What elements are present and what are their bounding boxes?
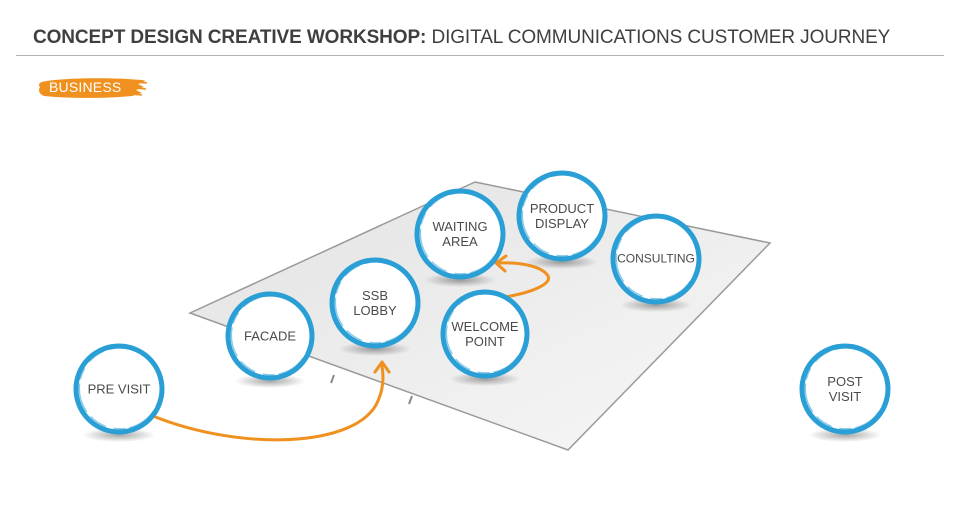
node-label-product-display: PRODUCT DISPLAY [529, 201, 595, 231]
node-post-visit [799, 343, 891, 442]
node-label-pre-visit: PRE VISIT [87, 381, 151, 397]
node-pre-visit [73, 343, 165, 442]
node-brush-ring [521, 174, 605, 257]
node-shadow [808, 428, 882, 442]
node-ssb-lobby [329, 257, 421, 356]
node-circle [440, 289, 530, 379]
node-consulting [610, 213, 702, 312]
node-label-facade: FACADE [243, 328, 297, 344]
arrow-welcome-to-waiting [496, 261, 551, 299]
title-divider [16, 55, 944, 56]
door-mark-right [408, 395, 413, 405]
node-circle [225, 291, 315, 381]
node-brush-ring [334, 261, 418, 344]
node-circle [516, 170, 608, 262]
node-circle [610, 213, 702, 305]
node-brush-ring [78, 347, 162, 430]
arrow-head-lobby [373, 360, 391, 374]
node-brush-ring [230, 295, 312, 376]
arrow-previsit-to-lobby [144, 364, 385, 442]
node-brush-ring [804, 347, 888, 430]
node-circle [414, 188, 506, 280]
node-brush-ring [445, 293, 527, 374]
node-circle [329, 257, 421, 349]
node-shadow [338, 342, 412, 356]
brush-stroke-icon [38, 78, 148, 98]
title-bold: CONCEPT DESIGN CREATIVE WORKSHOP: [33, 27, 427, 48]
node-facade [225, 291, 315, 388]
node-circle [799, 343, 891, 435]
node-circle [73, 343, 165, 435]
door-mark-left [330, 374, 335, 384]
node-label-welcome-point: WELCOME POINT [451, 319, 519, 349]
node-shadow [525, 255, 599, 269]
node-label-consulting: CONSULTING [617, 251, 695, 266]
node-welcome-point [440, 289, 530, 386]
node-label-waiting-area: WAITING AREA [432, 219, 488, 249]
title-rest: DIGITAL COMMUNICATIONS CUSTOMER JOURNEY [426, 27, 891, 48]
node-shadow [82, 428, 156, 442]
node-shadow [423, 273, 497, 287]
badge-label: BUSINESS [49, 79, 122, 95]
node-brush-ring [615, 217, 699, 300]
node-label-ssb-lobby: SSB LOBBY [353, 288, 397, 318]
arrow-head-waiting [494, 254, 508, 273]
business-badge: BUSINESS [38, 76, 148, 98]
node-brush-ring [419, 192, 503, 275]
node-shadow [449, 372, 521, 386]
node-waiting-area [414, 188, 506, 287]
slide-title: CONCEPT DESIGN CREATIVE WORKSHOP: DIGITA… [33, 27, 890, 49]
node-shadow [619, 298, 693, 312]
node-label-post-visit: POST VISIT [827, 374, 863, 404]
node-shadow [234, 374, 306, 388]
node-product-display [516, 170, 608, 269]
